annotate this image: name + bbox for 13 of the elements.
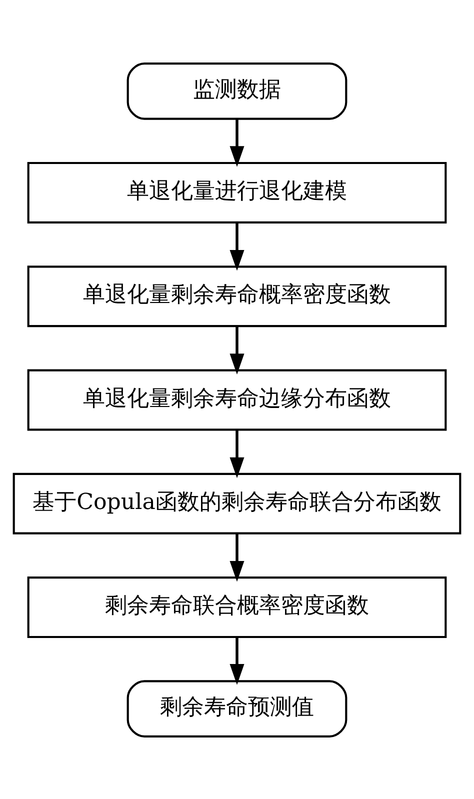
node-box: 单退化量剩余寿命边缘分布函数 [27,368,447,430]
node-box: 剩余寿命联合概率密度函数 [27,576,447,638]
arrow [230,326,244,374]
node-box: 单退化量剩余寿命概率密度函数 [27,265,447,327]
node-box: 监测数据 [126,62,348,120]
node-box: 单退化量进行退化建模 [27,161,447,223]
arrow [230,222,244,270]
node-box: 剩余寿命预测值 [126,680,348,738]
arrow [230,533,244,582]
arrow [230,636,244,684]
node-box: 基于Copula函数的剩余寿命联合分布函数 [12,472,462,534]
arrow [230,430,244,478]
arrow [230,118,244,166]
